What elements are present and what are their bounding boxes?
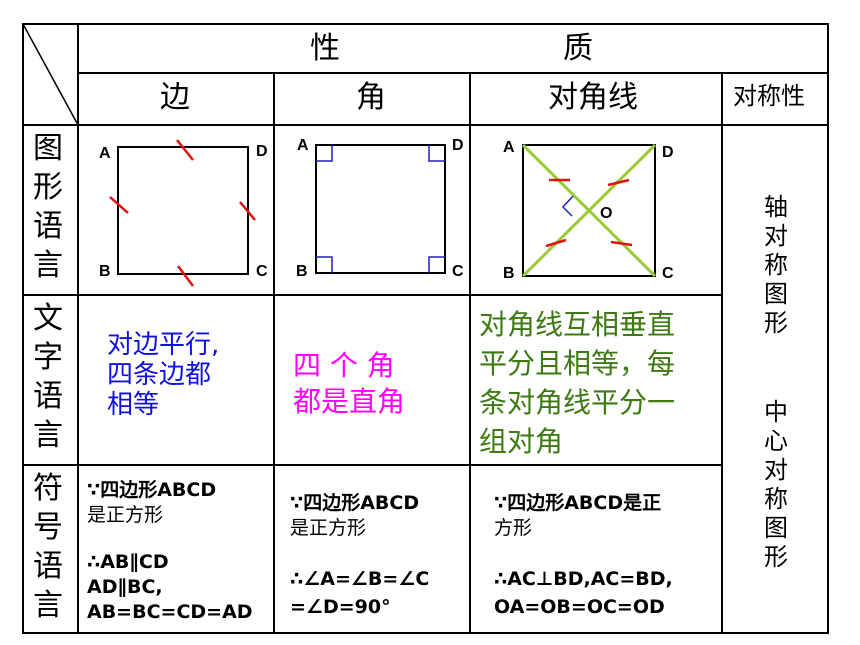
row-header-symbol: 符 号 语 言 [33,471,63,623]
symmetry-central: 中 心 对 称 图 形 [764,398,788,571]
column-header-side: 边 [160,80,190,115]
square-angles-outline [315,144,446,274]
label-diag-O: O [600,205,612,222]
equal-side-tick-marks [109,139,256,287]
text-diagonal-property: 对角线互相垂直 平分且相等，每 条对角线平分一 组对角 [479,308,676,458]
symmetry-axial: 轴 对 称 图 形 [764,193,788,337]
text-side-property: 对边平行, 四条边都 相等 [107,330,220,420]
row-header-graphic: 图 形 语 言 [33,131,63,283]
label-angle-B: B [296,263,308,280]
label-diag-C: C [662,265,674,282]
header-property-right: 质 [563,31,593,66]
label-diag-B: B [503,265,515,282]
column-header-symmetry: 对称性 [733,82,805,110]
right-angle-marks [316,145,445,273]
label-side-A: A [99,145,111,162]
label-diag-A: A [503,139,515,156]
symbol-angle-conclusion: ∴∠A=∠B=∠C =∠D=90° [290,568,430,618]
symbol-side-conclusion: ∴AB∥CD AD∥BC, AB=BC=CD=AD [87,551,253,623]
square-diagonals-outline [522,144,656,277]
symbol-side-premise: ∵四边形ABCD 是正方形 [87,479,217,526]
label-angle-D: D [452,137,464,154]
label-side-D: D [256,143,268,160]
text-angle-property: 四 个 角 都是直角 [293,349,406,418]
label-side-C: C [256,263,268,280]
header-property-left: 性 [310,31,340,66]
column-header-angle: 角 [356,80,386,115]
label-angle-C: C [452,263,464,280]
symbol-angle-premise: ∵四边形ABCD 是正方形 [290,492,420,539]
diagonal-lines [521,143,657,278]
row-header-text: 文 字 语 言 [33,301,63,453]
column-header-diagonal: 对角线 [548,80,638,115]
label-diag-D: D [662,144,674,161]
symbol-diagonal-conclusion: ∴AC⊥BD,AC=BD, OA=OB=OC=OD [494,568,673,618]
equal-half-diagonal-marks [545,178,633,248]
diagonal-right-angle-mark [561,195,574,217]
label-angle-A: A [297,137,309,154]
symbol-diagonal-premise: ∵四边形ABCD是正 方形 [494,492,662,539]
label-side-B: B [99,263,111,280]
